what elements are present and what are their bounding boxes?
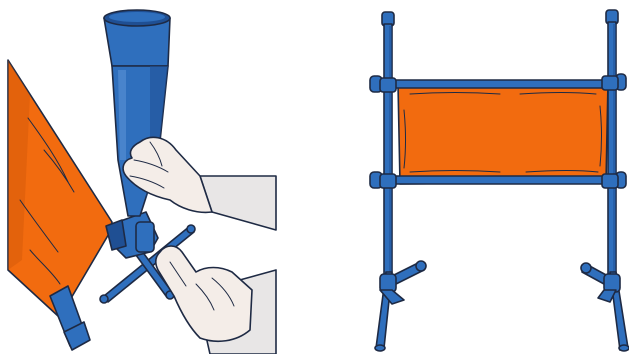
- right-base-foot: [581, 263, 629, 351]
- right-upright-pole: [606, 10, 618, 274]
- left-base-foot: [375, 261, 426, 351]
- orange-banner-left: [8, 60, 112, 316]
- assembled-stand-panel: [370, 10, 629, 351]
- pipe-end-lower-left: [50, 286, 90, 350]
- left-upright-pole: [382, 12, 394, 274]
- assembly-step-panel: [8, 10, 276, 354]
- orange-banner-right: [398, 82, 608, 184]
- lower-hand: [156, 246, 276, 354]
